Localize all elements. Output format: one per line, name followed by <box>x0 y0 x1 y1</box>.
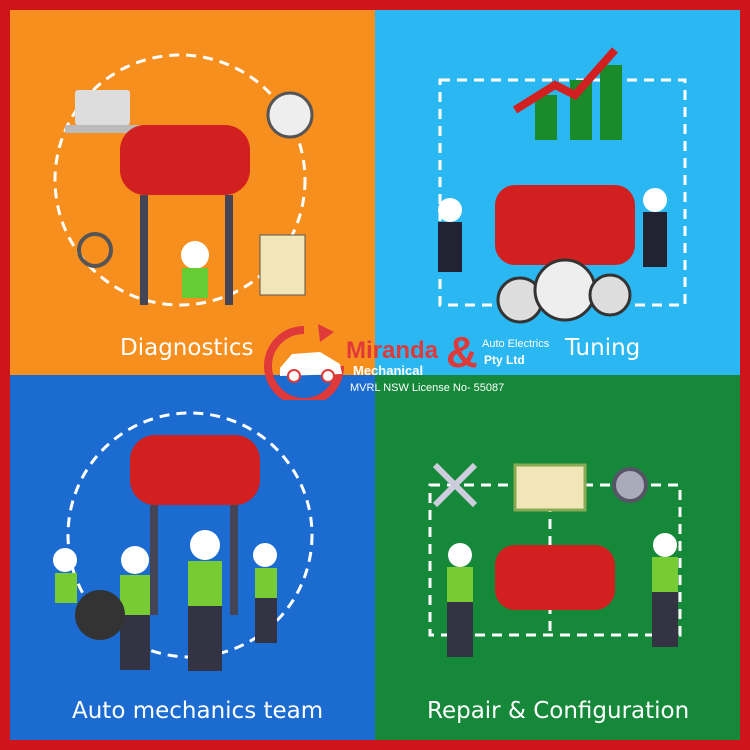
panel-diagnostics: Diagnostics <box>10 10 375 375</box>
tuning-illustration <box>438 47 687 324</box>
panel-label: Tuning <box>565 335 641 361</box>
logo-ampersand: & <box>446 328 478 377</box>
panel-auto-mechanics-team: Auto mechanics team <box>10 375 375 740</box>
company-logo: Miranda Mechanical & Auto Electrics Pty … <box>258 322 550 400</box>
panel-label: Repair & Configuration <box>427 698 690 724</box>
logo-pty-ltd: Pty Ltd <box>484 353 525 367</box>
panel-repair-configuration: Repair & Configuration <box>375 375 740 740</box>
team-illustration <box>53 411 314 671</box>
license-number: MVRL NSW License No- 55087 <box>350 382 505 394</box>
car-logo-icon <box>264 324 344 400</box>
logo-name: Miranda <box>346 337 439 364</box>
diagnostics-illustration <box>53 53 314 307</box>
panel-tuning: Tuning <box>375 10 740 375</box>
repair-illustration <box>428 462 682 657</box>
logo-subtitle: Mechanical <box>353 363 424 378</box>
panel-label: Auto mechanics team <box>72 698 324 724</box>
logo-auto-electrics: Auto Electrics <box>482 338 550 350</box>
panel-label: Diagnostics <box>120 335 254 361</box>
